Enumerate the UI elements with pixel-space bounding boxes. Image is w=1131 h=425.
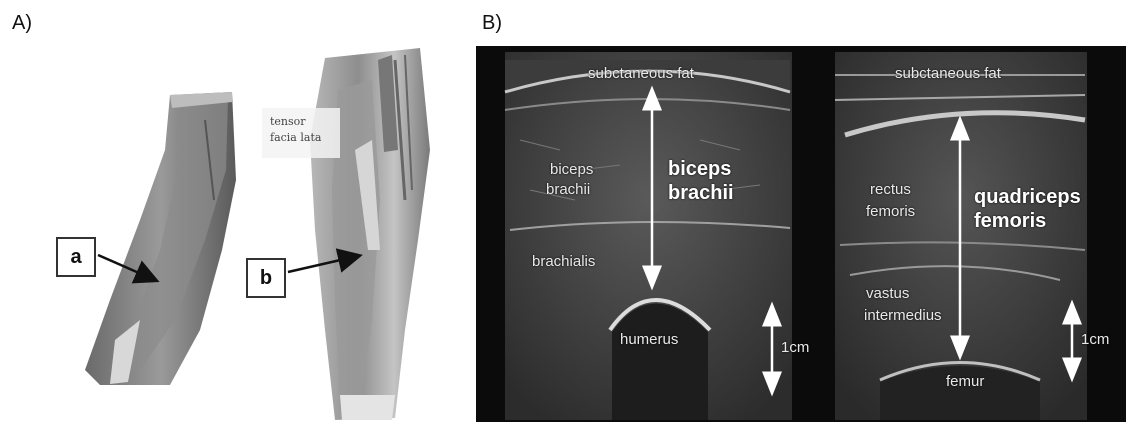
left-subcutaneous-label: subctaneous fat (588, 64, 694, 84)
arm-illustration (85, 92, 236, 385)
right-bone-label: femur (946, 372, 984, 392)
left-scale-label: 1cm (781, 338, 809, 358)
right-big-label-line1: quadriceps (974, 186, 1081, 208)
left-muscle-label-line2: brachii (546, 180, 590, 200)
left-big-label-line2: brachii (668, 182, 734, 204)
label-box-b: b (246, 258, 286, 298)
right-muscle-label-line2: femoris (866, 202, 915, 222)
right-deep-label-line2: intermedius (864, 306, 942, 326)
right-big-label-line2: femoris (974, 210, 1046, 232)
left-muscle-label-line1: biceps (550, 160, 593, 180)
right-deep-label-line1: vastus (866, 284, 909, 304)
tensor-label-line2: facia lata (270, 130, 321, 146)
left-big-label-line1: biceps (668, 158, 731, 180)
tensor-label-line1: tensor (270, 114, 306, 130)
thigh-illustration (262, 48, 430, 420)
right-scale-label: 1cm (1081, 330, 1109, 350)
right-muscle-label-line1: rectus (870, 180, 911, 200)
right-subcutaneous-label: subctaneous fat (895, 64, 1001, 84)
label-box-a: a (56, 237, 96, 277)
left-brachialis-label: brachialis (532, 252, 595, 272)
ultrasound-left (505, 52, 792, 420)
left-bone-label: humerus (620, 330, 678, 350)
